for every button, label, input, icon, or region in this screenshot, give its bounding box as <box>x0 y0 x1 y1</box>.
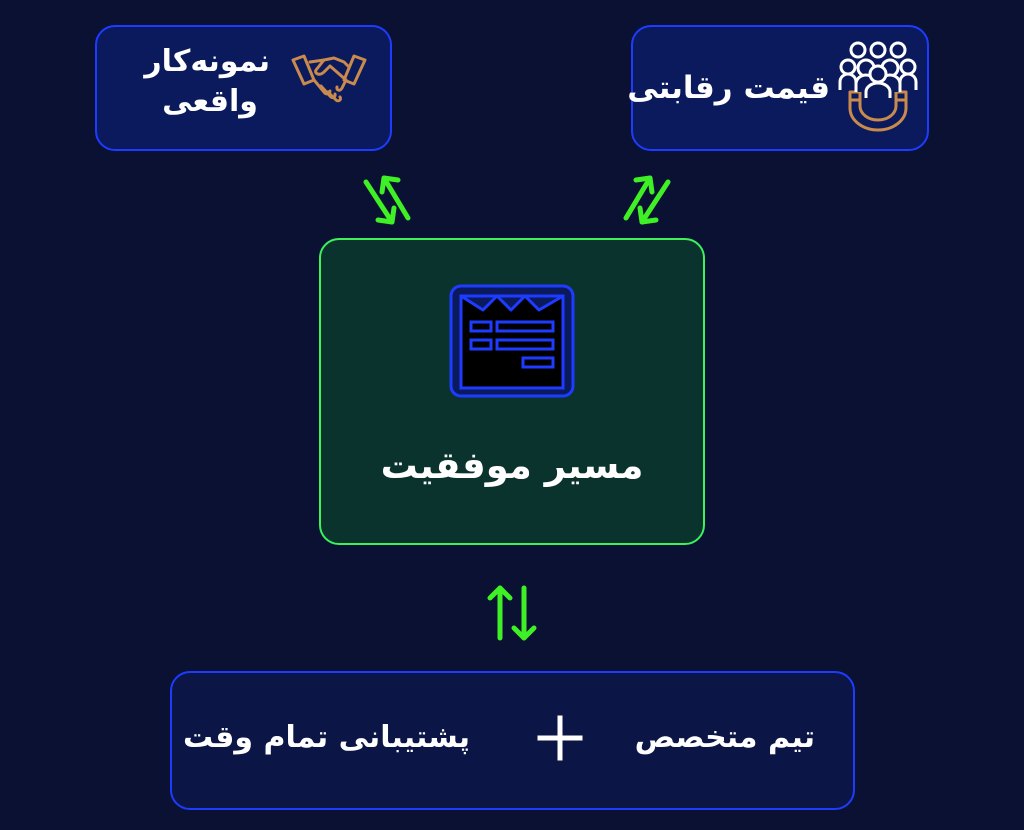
team-label: تیم متخصص <box>634 720 815 755</box>
portfolio-label: نمونه‌کار واقعی <box>144 44 270 119</box>
document-icon <box>449 284 575 398</box>
handshake-icon <box>291 54 367 103</box>
bidirectional-arrow-icon <box>623 175 671 225</box>
support-label: پشتیبانی تمام وقت <box>183 720 470 755</box>
success-label: مسیر موفقیت <box>380 444 644 487</box>
price-label: قیمت رقابتی <box>627 70 830 106</box>
team-support-node <box>170 671 855 810</box>
team-magnet-icon <box>838 41 918 132</box>
bidirectional-arrow-icon <box>487 585 537 641</box>
plus-icon <box>537 715 583 761</box>
bidirectional-arrow-icon <box>363 175 411 225</box>
